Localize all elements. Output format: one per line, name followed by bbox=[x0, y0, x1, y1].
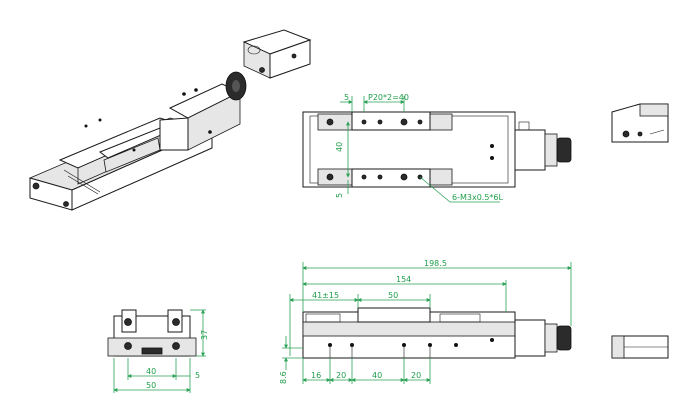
dim-pitch: P20*2=40 bbox=[368, 93, 409, 102]
dim-5-end: 5 bbox=[195, 371, 200, 380]
dim-5-side: 5 bbox=[335, 193, 344, 198]
isometric-stage-view bbox=[28, 29, 312, 211]
top-view-dimensions: 5 P20*2=40 40 5 6-M3x0.5*6L bbox=[335, 93, 504, 203]
dim-40-end: 40 bbox=[146, 367, 156, 376]
dim-40-side: 40 bbox=[335, 142, 344, 152]
dim-37: 37 bbox=[200, 330, 209, 340]
end-view-dimensions: 37 40 5 50 bbox=[113, 309, 209, 393]
dim-41-15: 41±15 bbox=[312, 291, 339, 300]
dim-154: 154 bbox=[396, 275, 411, 284]
dim-20-a: 20 bbox=[336, 371, 346, 380]
end-view bbox=[107, 309, 197, 357]
dim-8-6: 8.6 bbox=[279, 371, 288, 384]
front-view bbox=[302, 307, 572, 359]
right-small-view bbox=[611, 335, 669, 359]
dim-198-5: 198.5 bbox=[424, 259, 447, 268]
dim-5-top: 5 bbox=[344, 93, 349, 102]
dim-40-front: 40 bbox=[372, 371, 382, 380]
top-view bbox=[302, 111, 572, 188]
callout-thread: 6-M3x0.5*6L bbox=[452, 193, 504, 202]
dim-50-end: 50 bbox=[146, 381, 156, 390]
dim-16: 16 bbox=[311, 371, 321, 380]
front-view-dimensions: 198.5 154 41±15 50 8.6 16 20 40 20 bbox=[279, 259, 572, 384]
dim-20-b: 20 bbox=[411, 371, 421, 380]
right-cover-view bbox=[611, 103, 669, 143]
dim-50-front: 50 bbox=[388, 291, 398, 300]
